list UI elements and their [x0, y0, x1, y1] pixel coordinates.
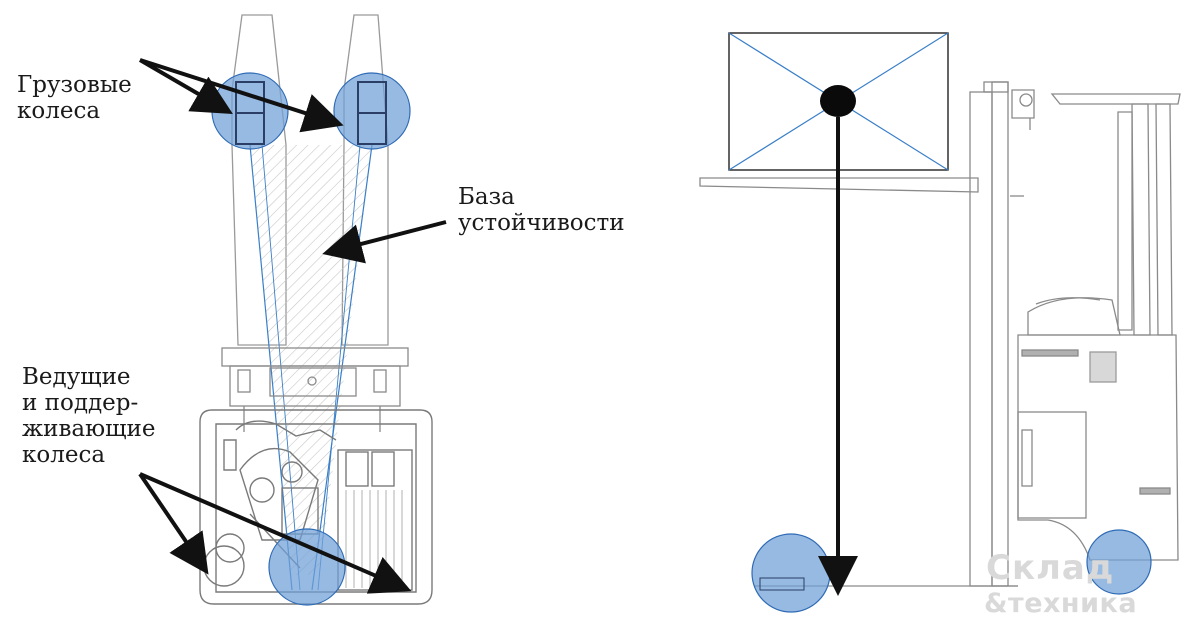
- label-load-wheels-line1: Грузовые: [17, 72, 132, 98]
- load-wheel-left: [211, 72, 289, 150]
- arrow-to-support-wheel: [138, 472, 209, 575]
- label-drive-wheels-line1: Ведущие: [22, 364, 131, 390]
- label-drive-wheels-line3: живающие: [22, 416, 156, 442]
- side-view: [699, 32, 1181, 613]
- watermark-line2: &техника: [984, 588, 1138, 619]
- label-stability-base: База устойчивости: [458, 184, 625, 236]
- side-load-wheel: [751, 533, 831, 613]
- side-drive-wheel: [1086, 529, 1152, 595]
- label-drive-wheels-line2: и поддер-: [22, 390, 139, 416]
- arrow-to-stability-base: [322, 220, 447, 264]
- label-stability-base-line2: устойчивости: [458, 210, 625, 236]
- fork-carriage: [221, 347, 409, 432]
- center-of-gravity: [820, 85, 856, 117]
- label-drive-wheels: Ведущие и поддер- живающие колеса: [22, 364, 156, 468]
- top-view: [138, 14, 447, 606]
- arrow-to-load-wheel-left: [138, 58, 233, 115]
- watermark-logo: Склад &техника: [978, 548, 1188, 620]
- label-load-wheels: Грузовые колеса: [17, 72, 132, 124]
- truck-body: [992, 297, 1179, 587]
- label-load-wheels-line2: колеса: [17, 98, 101, 124]
- side-forks: [699, 177, 979, 193]
- arrows-top-view: [138, 58, 447, 594]
- arrow-to-load-wheel-right: [139, 58, 344, 133]
- mast: [969, 81, 1035, 587]
- arrow-to-drive-wheel: [139, 472, 412, 594]
- watermark-line1: Склад: [986, 548, 1115, 588]
- load-wheel-right: [333, 72, 411, 150]
- drive-wheel: [268, 528, 346, 606]
- label-stability-base-line1: База: [458, 184, 515, 210]
- label-drive-wheels-line4: колеса: [22, 442, 106, 468]
